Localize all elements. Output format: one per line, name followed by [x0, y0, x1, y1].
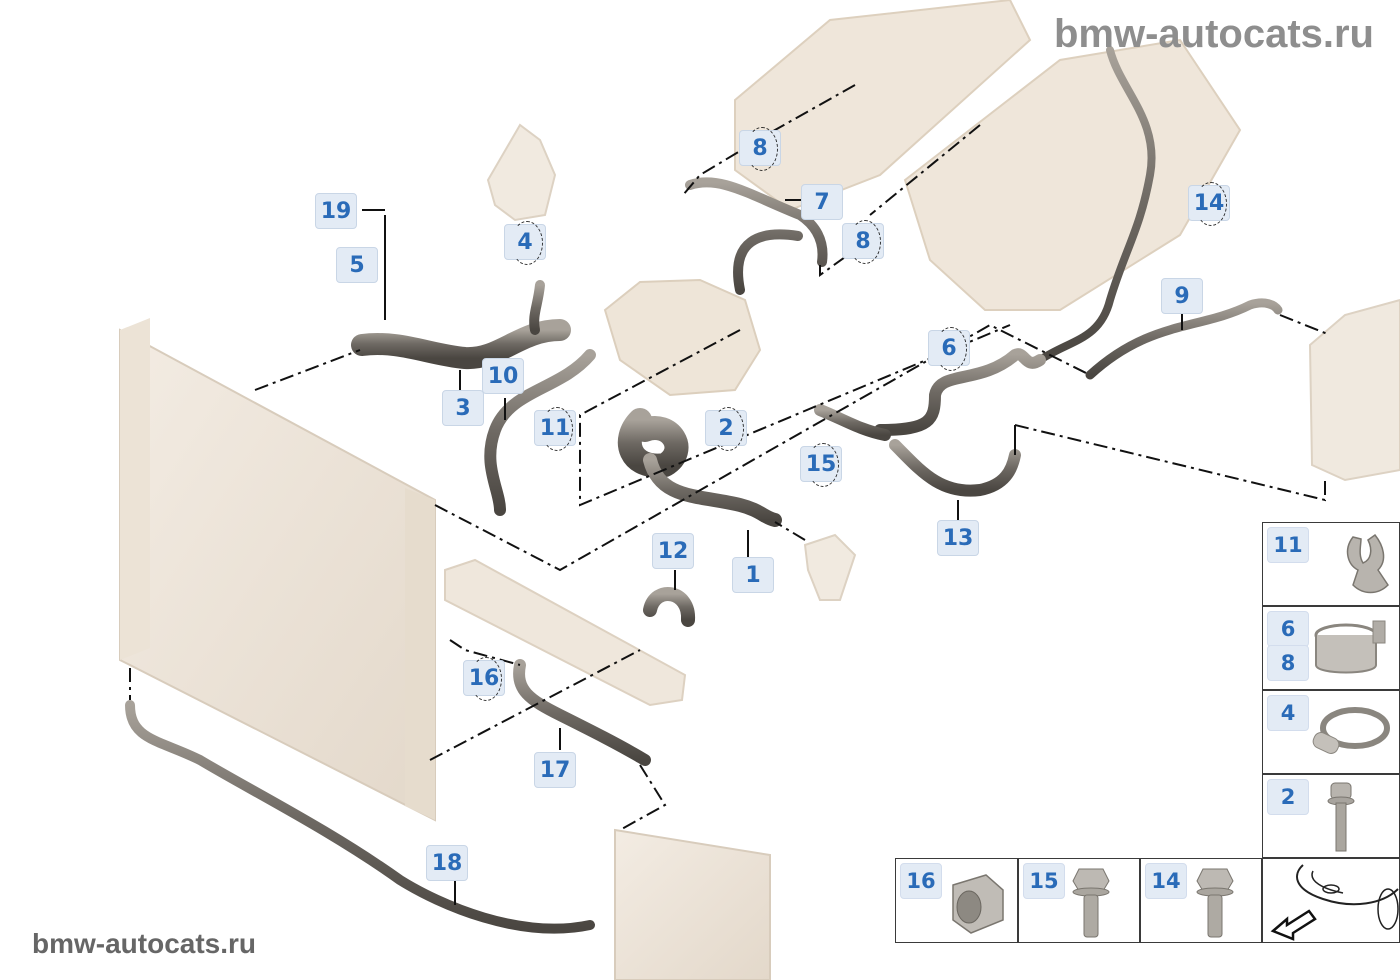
- hose-9: [1085, 298, 1283, 380]
- callout-1[interactable]: 1: [732, 557, 774, 593]
- hose-3: [351, 319, 571, 370]
- legend-cell-15[interactable]: 15: [1018, 858, 1140, 943]
- callout-6[interactable]: 6: [928, 327, 970, 371]
- callout-17[interactable]: 17: [534, 752, 576, 788]
- hex-flange-bolt-icon: [1196, 868, 1234, 938]
- bleed-reservoir[interactable]: [486, 123, 557, 222]
- thermostat-housing[interactable]: [803, 533, 857, 601]
- hose-clamp-icon: [1312, 707, 1390, 754]
- socket-head-bolt-icon: [1327, 782, 1355, 852]
- callout-16[interactable]: 16: [463, 657, 505, 701]
- callout-7[interactable]: 7: [801, 184, 843, 220]
- callout-9[interactable]: 9: [1161, 278, 1203, 314]
- hose-2: [617, 408, 689, 478]
- grommet-bushing-icon: [952, 874, 1004, 934]
- callout-8-right[interactable]: 8: [842, 220, 884, 264]
- hose-4-stub: [529, 280, 545, 335]
- legend-label-15: 15: [1023, 863, 1065, 899]
- legend-cell-orientation: [1262, 858, 1400, 943]
- hose-1: [643, 453, 782, 527]
- radiator[interactable]: [119, 318, 436, 822]
- hose-7: [685, 177, 828, 295]
- hose-12: [643, 587, 695, 627]
- hose-18: [125, 700, 595, 934]
- water-pump-housing[interactable]: [603, 278, 762, 397]
- legend-cell-11[interactable]: 11: [1262, 522, 1400, 606]
- legend-cell-6-8[interactable]: 6 8: [1262, 606, 1400, 690]
- hex-flange-bolt-icon: [1072, 868, 1110, 938]
- legend-label-2: 2: [1267, 779, 1309, 815]
- oil-cooler-bracket[interactable]: [444, 558, 687, 707]
- callout-10[interactable]: 10: [482, 358, 524, 394]
- pipe-14: [1036, 46, 1156, 364]
- legend-label-16: 16: [900, 863, 942, 899]
- vehicle-front-orientation-icon: [1270, 864, 1399, 941]
- callout-3[interactable]: 3: [442, 390, 484, 426]
- callout-12[interactable]: 12: [652, 533, 694, 569]
- hose-10: [484, 349, 596, 516]
- legend-cell-14[interactable]: 14: [1140, 858, 1262, 943]
- callout-18[interactable]: 18: [426, 845, 468, 881]
- auxiliary-radiator[interactable]: [614, 828, 771, 980]
- callout-14[interactable]: 14: [1188, 182, 1230, 226]
- legend-cell-4[interactable]: 4: [1262, 690, 1400, 774]
- cylinder-head-left[interactable]: [734, 0, 1032, 212]
- hose-clip-holder-icon: [1346, 533, 1389, 594]
- hose-13: [889, 439, 1021, 497]
- legend-label-4: 4: [1267, 695, 1309, 731]
- callout-11[interactable]: 11: [534, 407, 576, 451]
- callout-2[interactable]: 2: [705, 407, 747, 451]
- expansion-tank[interactable]: [1308, 298, 1400, 482]
- callout-15[interactable]: 15: [800, 443, 842, 487]
- callout-13[interactable]: 13: [937, 520, 979, 556]
- legend-label-14: 14: [1145, 863, 1187, 899]
- cylinder-head-right[interactable]: [903, 38, 1242, 311]
- callout-8-top[interactable]: 8: [739, 127, 781, 171]
- callout-19[interactable]: 19: [315, 193, 357, 229]
- hose-6: [874, 348, 1046, 436]
- legend-cell-16[interactable]: 16: [895, 858, 1018, 943]
- legend-label-6: 6: [1267, 611, 1309, 647]
- hose-17: [513, 659, 651, 766]
- legend-label-11: 11: [1267, 527, 1309, 563]
- hose-15-pipe: [814, 404, 891, 441]
- callout-5[interactable]: 5: [336, 247, 378, 283]
- spring-band-clamp-icon: [1314, 620, 1386, 674]
- callout-4[interactable]: 4: [504, 221, 546, 265]
- legend-cell-2[interactable]: 2: [1262, 774, 1400, 858]
- legend-label-8: 8: [1267, 645, 1309, 681]
- watermark-top: bmw-autocats.ru: [1053, 12, 1374, 56]
- watermark-bottom: bmw-autocats.ru: [32, 928, 257, 959]
